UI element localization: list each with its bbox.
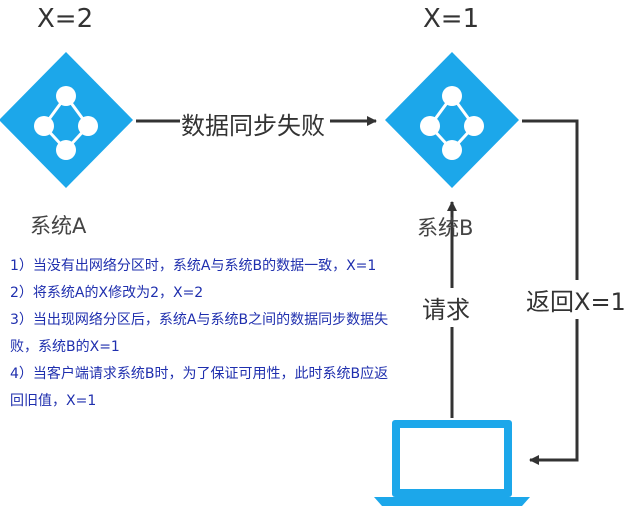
- system-b-node-icon: [385, 52, 519, 188]
- note-3: 3）当出现网络分区后，系统A与系统B之间的数据同步数据失败，系统B的X=1: [10, 312, 389, 355]
- note-4: 4）当客户端请求系统B时，为了保证可用性，此时系统B应返回旧值，X=1: [10, 366, 389, 409]
- system-b-label: 系统B: [417, 216, 474, 240]
- sync-edge-label: 数据同步失败: [181, 112, 325, 140]
- request-edge-label: 请求: [422, 288, 470, 327]
- notes-block: 1）当没有出网络分区时，系统A与系统B的数据一致，X=1 2）将系统A的X修改为…: [10, 253, 390, 415]
- note-2: 2）将系统A的X修改为2，X=2: [10, 285, 204, 301]
- system-a-node-icon: [0, 52, 133, 188]
- response-edge-label: 返回X=1: [526, 280, 626, 319]
- system-b-value: X=1: [423, 4, 480, 34]
- system-a-label: 系统A: [30, 214, 87, 238]
- note-1: 1）当没有出网络分区时，系统A与系统B的数据一致，X=1: [10, 258, 377, 274]
- laptop-icon: [374, 420, 530, 506]
- system-a-value: X=2: [37, 4, 94, 34]
